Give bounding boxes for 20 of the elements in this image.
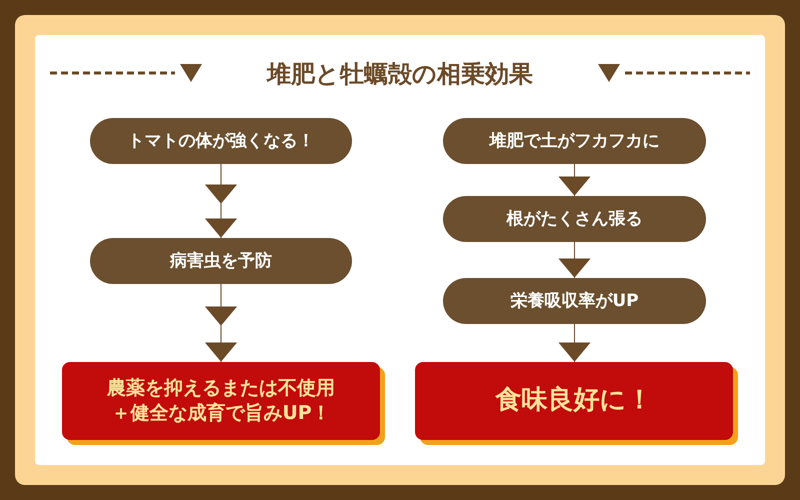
- node-text: 食味良好に！: [496, 384, 652, 418]
- node-text: 根がたくさん張る: [506, 208, 642, 230]
- node-text: 堆肥で土がフカフカに: [490, 130, 660, 152]
- process-pill: [90, 238, 352, 284]
- node-text: 農薬を抑えるまたは不使用＋健全な成育で旨みUP！: [106, 376, 336, 426]
- process-pill: [90, 118, 352, 164]
- process-pill: [443, 196, 706, 242]
- chevron-arrow: [559, 164, 591, 196]
- result-box: [415, 362, 733, 440]
- chevron-arrow: [559, 242, 591, 278]
- chevron-arrow: [559, 324, 591, 362]
- chevron-arrow: [206, 284, 238, 362]
- node-text: 栄養吸収率がUP: [510, 290, 639, 312]
- node-text: 病害虫を予防: [170, 250, 272, 272]
- result-box: [62, 362, 380, 440]
- process-pill: [443, 118, 706, 164]
- chevron-arrow: [206, 164, 238, 238]
- node-text: トマトの体が強くなる！: [128, 130, 314, 152]
- process-pill: [443, 278, 706, 324]
- title: 堆肥と牡蠣殻の相乗効果: [267, 60, 533, 88]
